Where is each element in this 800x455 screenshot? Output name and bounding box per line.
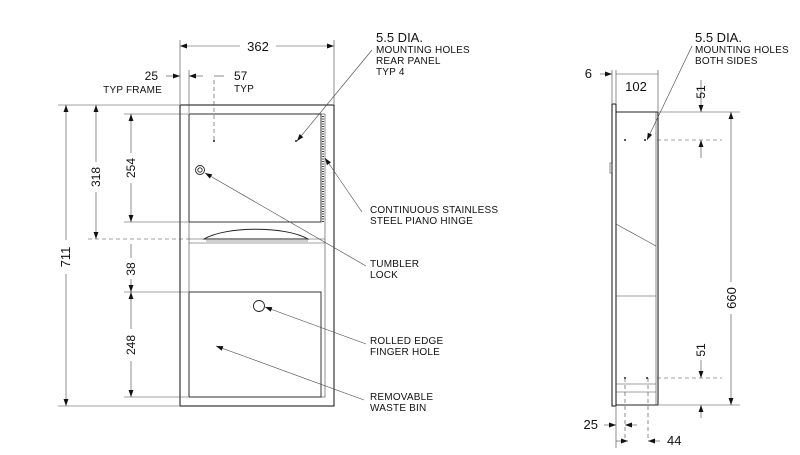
callout-lock: TUMBLER LOCK	[370, 259, 419, 281]
side-hole-mark	[646, 377, 648, 379]
side-dim-bottom-offset: 25	[584, 417, 598, 432]
svg-text:REMOVABLE: REMOVABLE	[370, 392, 433, 403]
finger-hole	[253, 300, 265, 312]
side-dim-hole-bottom: 51	[694, 343, 708, 357]
side-dim-depth: 102	[625, 79, 647, 94]
side-callout-mounting-holes: 5.5 DIA. MOUNTING HOLES BOTH SIDES	[695, 30, 789, 67]
upper-door	[188, 113, 322, 223]
side-body	[616, 111, 659, 406]
side-dim-bottom-depth: 44	[667, 433, 681, 448]
side-hole-mark	[624, 139, 626, 141]
callout-mounting-holes: 5.5 DIA. MOUNTING HOLES REAR PANEL TYP 4	[376, 30, 470, 78]
callout-hinge: CONTINUOUS STAINLESS STEEL PIANO HINGE	[370, 205, 498, 227]
svg-text:MOUNTING HOLES: MOUNTING HOLES	[695, 45, 789, 56]
side-dim-flange: 6	[585, 66, 592, 81]
svg-text:CONTINUOUS STAINLESS: CONTINUOUS STAINLESS	[370, 205, 498, 216]
svg-text:TYP 4: TYP 4	[376, 67, 405, 78]
dim-door-height: 254	[124, 158, 138, 178]
svg-text:BOTH SIDES: BOTH SIDES	[695, 56, 758, 67]
front-view: 362 25 TYP FRAME 57 TYP 711 318 254	[58, 30, 498, 414]
svg-text:ROLLED EDGE: ROLLED EDGE	[370, 336, 443, 347]
svg-text:TUMBLER: TUMBLER	[370, 259, 419, 270]
side-dim-hole-top: 51	[694, 85, 708, 99]
tumbler-lock	[195, 165, 205, 175]
side-flange	[611, 103, 617, 407]
dim-bin-height: 248	[124, 335, 138, 355]
waste-bin	[188, 291, 322, 398]
side-view: 6 102 51 660 51 25 44 5.5 DIA. MOUNTING …	[584, 30, 789, 448]
frame-note: TYP FRAME	[103, 85, 162, 96]
svg-text:STEEL PIANO HINGE: STEEL PIANO HINGE	[370, 216, 473, 227]
svg-text:LOCK: LOCK	[370, 270, 398, 281]
side-dim-spacing: 660	[724, 287, 739, 309]
callout-waste-bin: REMOVABLE WASTE BIN	[370, 392, 433, 414]
callout-finger-hole: ROLLED EDGE FINGER HOLE	[370, 336, 443, 358]
dim-overall-height: 711	[58, 247, 73, 268]
svg-text:FINGER HOLE: FINGER HOLE	[370, 347, 440, 358]
dim-upper-section: 318	[89, 167, 103, 187]
dim-frame-offset: 25	[145, 69, 159, 83]
svg-text:WASTE BIN: WASTE BIN	[370, 403, 426, 414]
dim-width: 362	[247, 39, 269, 54]
outer-frame	[179, 104, 335, 407]
svg-text:REAR PANEL: REAR PANEL	[376, 56, 441, 67]
dim-hole-offset: 57	[234, 69, 248, 83]
svg-text:5.5 DIA.: 5.5 DIA.	[695, 30, 742, 45]
side-hole-mark	[644, 139, 646, 141]
inner-opening	[188, 113, 326, 398]
svg-text:5.5 DIA.: 5.5 DIA.	[376, 30, 423, 45]
towel-slot	[202, 228, 310, 240]
mounting-hole-mark	[213, 140, 215, 142]
hole-note: TYP	[234, 84, 254, 95]
svg-text:MOUNTING HOLES: MOUNTING HOLES	[376, 45, 470, 56]
dim-gap-height: 38	[124, 262, 138, 276]
mounting-hole-mark	[295, 140, 297, 142]
